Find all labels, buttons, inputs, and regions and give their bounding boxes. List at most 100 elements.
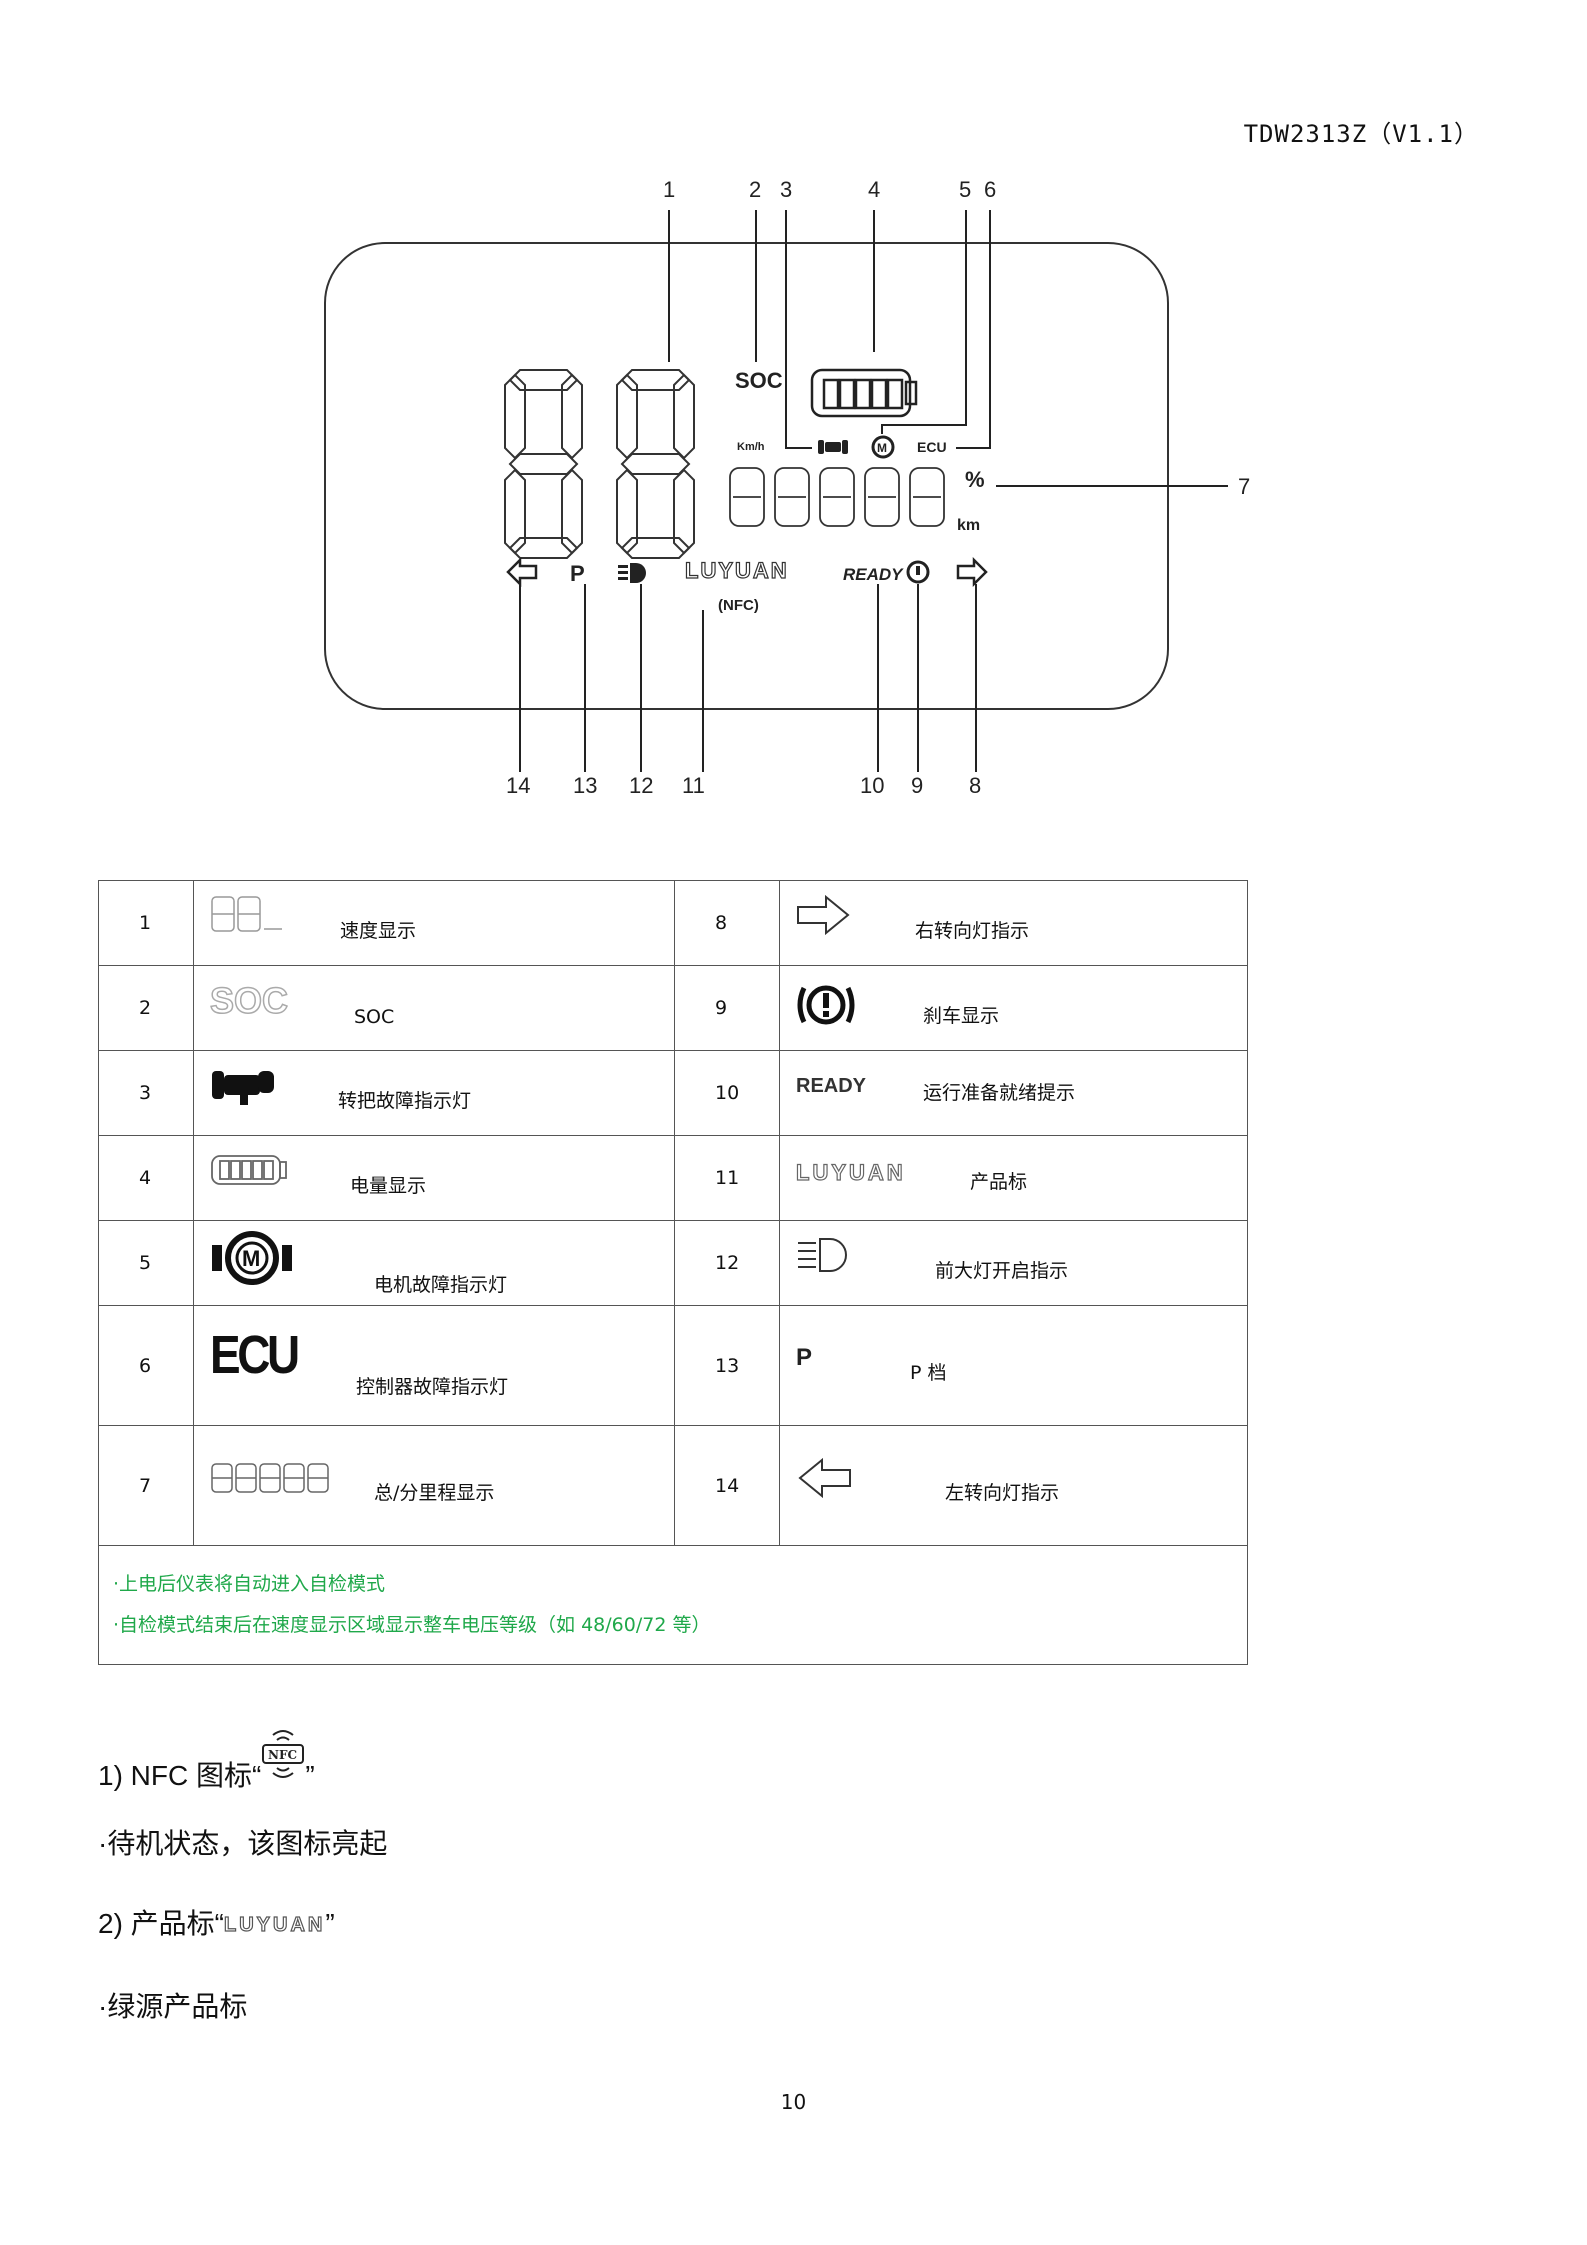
brake-icon	[796, 980, 856, 1035]
nfc-heading: 1) NFC 图标“ NFC ”	[98, 1730, 315, 1810]
callout-10: 10	[860, 773, 884, 798]
lcd-headlight-icon	[618, 563, 646, 583]
document-code: TDW2313Z（V1.1）	[1243, 120, 1479, 148]
ready-icon: READY	[796, 1075, 867, 1097]
lcd-panel-outline	[324, 242, 1169, 710]
lcd-p-label: P	[570, 561, 585, 586]
item-number: 1	[98, 880, 194, 966]
item-label: 速度显示	[340, 920, 417, 942]
lcd-throttle-icon	[818, 440, 848, 454]
right-arrow-icon	[796, 894, 852, 940]
table-row: ·上电后仪表将自动进入自检模式 ·自检模式结束后在速度显示区域显示整车电压等级（…	[98, 1545, 1248, 1665]
callout-3: 3	[780, 177, 792, 202]
item-number: 11	[674, 1135, 780, 1221]
item-number: 6	[98, 1305, 194, 1426]
odometer-digit	[864, 467, 900, 527]
notes-cell: ·上电后仪表将自动进入自检模式 ·自检模式结束后在速度显示区域显示整车电压等级（…	[98, 1545, 1248, 1665]
odometer-digits	[729, 467, 945, 527]
lcd-nfc-label: (NFC)	[718, 597, 759, 614]
table-row: 7 总/分里程显示 14 左转向灯指示	[98, 1425, 1248, 1546]
item-label: 产品标	[970, 1171, 1028, 1193]
lcd-km-label: km	[957, 517, 980, 534]
item-number: 3	[98, 1050, 194, 1136]
nfc-body: ·待机状态，该图标亮起	[98, 1828, 388, 1859]
callout-6: 6	[984, 177, 996, 202]
left-arrow-icon	[796, 1457, 852, 1503]
lcd-brake-icon	[906, 560, 930, 584]
lcd-battery-icon	[810, 368, 918, 418]
item-label: P 档	[910, 1362, 947, 1384]
item-number: 13	[674, 1305, 780, 1426]
callout-13: 13	[573, 773, 597, 798]
lcd-brand-label: LUYUAN	[685, 558, 789, 583]
item-number: 8	[674, 880, 780, 966]
soc-icon: SOC	[209, 979, 289, 1022]
item-number: 4	[98, 1135, 194, 1221]
item-label: 前大灯开启指示	[935, 1260, 1069, 1282]
callout-4: 4	[868, 177, 880, 202]
lcd-motor-icon: M	[871, 435, 895, 459]
item-label: 电量显示	[350, 1175, 427, 1197]
item-number: 9	[674, 965, 780, 1051]
odometer-digit	[729, 467, 765, 527]
item-label: 控制器故障指示灯	[356, 1376, 509, 1398]
item-label: 右转向灯指示	[915, 920, 1030, 942]
callout-14: 14	[506, 773, 530, 798]
ecu-icon: ECU	[210, 1325, 300, 1385]
callout-9: 9	[911, 773, 923, 798]
item-label: 总/分里程显示	[374, 1482, 495, 1504]
brand-logo-icon: LUYUAN	[223, 1914, 326, 1937]
item-label: 运行准备就绪提示	[923, 1082, 1076, 1104]
callout-1: 1	[663, 177, 675, 202]
item-label: 左转向灯指示	[945, 1482, 1060, 1504]
callout-5: 5	[959, 177, 971, 202]
speed-digits-icon	[210, 895, 290, 940]
note-line: ·自检模式结束后在速度显示区域显示整车电压等级（如 48/60/72 等）	[113, 1614, 711, 1636]
odometer-digit	[774, 467, 810, 527]
svg-text:M: M	[877, 441, 887, 455]
lcd-soc-label: SOC	[735, 368, 783, 393]
callout-2: 2	[749, 177, 761, 202]
park-icon: P	[796, 1344, 813, 1371]
odometer-digits-icon	[210, 1462, 332, 1499]
table-row: 5 M 电机故障指示灯 12	[98, 1220, 1248, 1306]
battery-icon	[210, 1150, 290, 1195]
callout-11: 11	[682, 773, 705, 798]
brand-heading: 2) 产品标“LUYUAN”	[98, 1908, 335, 1939]
throttle-fault-icon	[210, 1065, 280, 1114]
lcd-kmh-label: Km/h	[737, 441, 765, 453]
table-row: 3 转把故障指示灯 10 READY 运行准备就绪提示	[98, 1050, 1248, 1136]
brand-logo-icon: LUYUAN	[795, 1159, 906, 1185]
brand-body: ·绿源产品标	[98, 1991, 248, 2022]
lcd-ready-label: READY	[843, 565, 904, 584]
lcd-ecu-label: ECU	[917, 439, 947, 455]
item-label: 刹车显示	[923, 1005, 1000, 1027]
odometer-digit	[819, 467, 855, 527]
item-number: 10	[674, 1050, 780, 1136]
callout-7: 7	[1238, 474, 1250, 499]
item-number: 5	[98, 1220, 194, 1306]
svg-text:NFC: NFC	[268, 1748, 297, 1762]
item-label: 电机故障指示灯	[374, 1274, 508, 1296]
callout-leaders	[519, 210, 1228, 772]
item-number: 2	[98, 965, 194, 1051]
callout-12: 12	[629, 773, 653, 798]
item-number: 12	[674, 1220, 780, 1306]
lcd-percent-label: %	[965, 467, 985, 492]
headlight-icon	[796, 1235, 856, 1280]
item-number: 7	[98, 1425, 194, 1546]
callout-8: 8	[969, 773, 981, 798]
table-row: 2 SOC SOC 9 刹车显示	[98, 965, 1248, 1051]
page-number: 10	[780, 2090, 807, 2114]
item-label: SOC	[354, 1006, 395, 1028]
legend-table: 1 速度显示 8 右转向灯指示 2	[98, 880, 1248, 1665]
item-number: 14	[674, 1425, 780, 1546]
item-label: 转把故障指示灯	[338, 1090, 472, 1112]
motor-fault-icon: M	[210, 1229, 294, 1292]
odometer-digit	[909, 467, 945, 527]
lcd-right-arrow-icon	[956, 556, 988, 588]
nfc-icon: NFC	[261, 1727, 305, 1792]
lcd-left-arrow-icon	[506, 556, 538, 588]
note-line: ·上电后仪表将自动进入自检模式	[113, 1573, 386, 1595]
lcd-diagram: SOC Km/h M ECU % km P LUYUAN (NFC) READY	[324, 177, 1250, 798]
